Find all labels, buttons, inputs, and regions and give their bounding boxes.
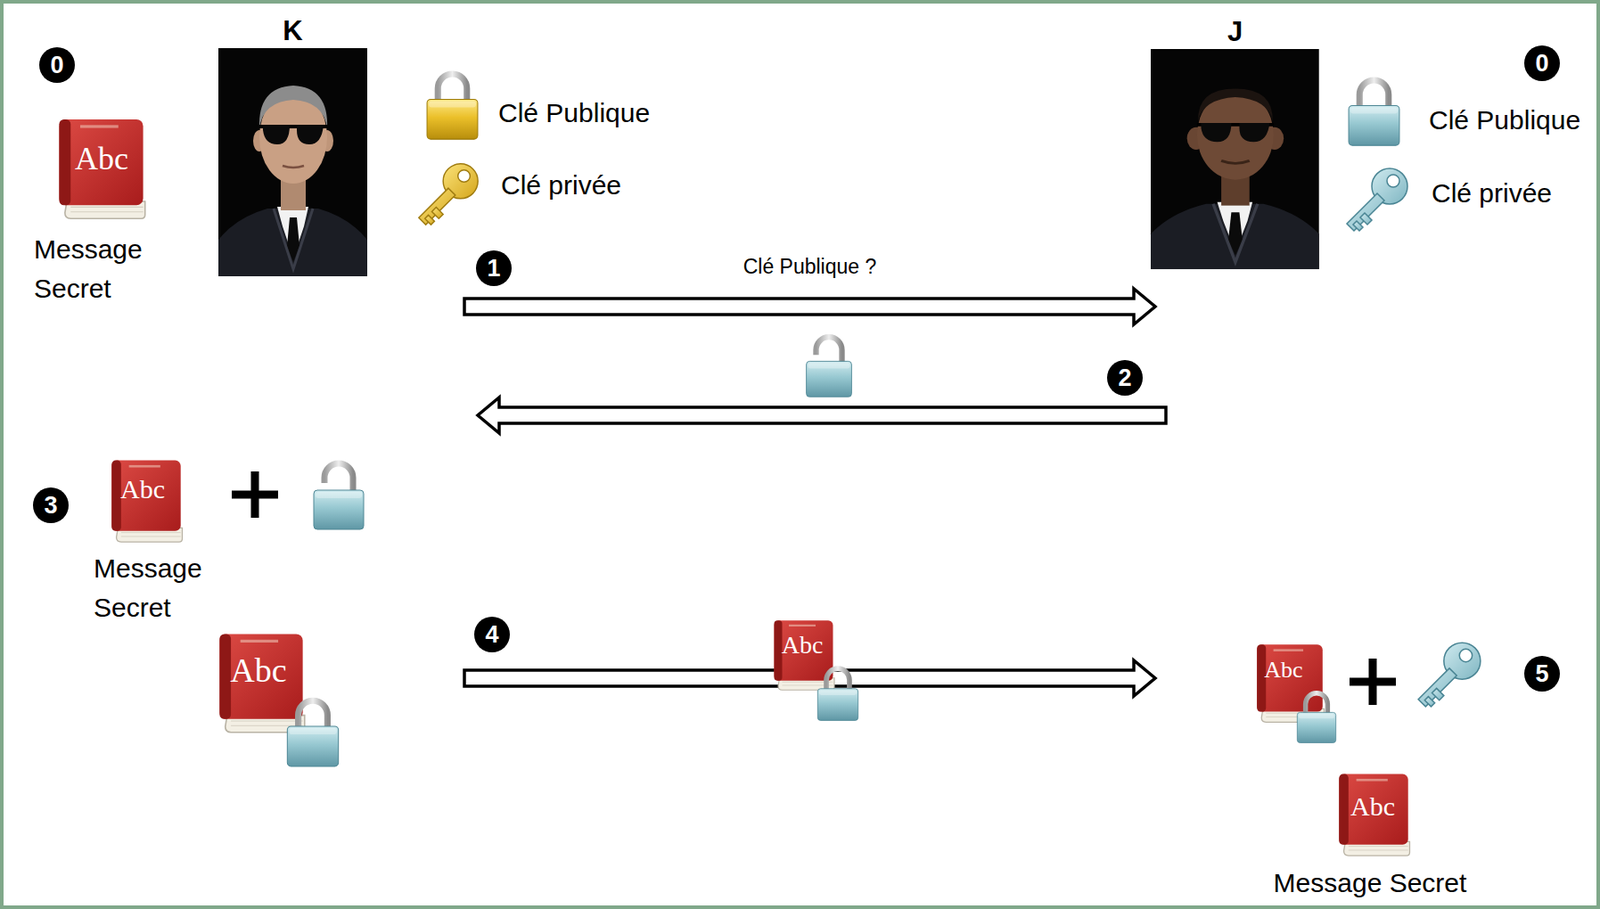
locked-book-icon <box>1256 644 1336 743</box>
book-title: Abc <box>120 475 165 503</box>
hollow-arrow <box>477 397 1166 434</box>
locked-book-icon <box>774 620 859 721</box>
message-label: Message Secret <box>93 549 228 627</box>
key-label: Clé privée <box>500 169 622 202</box>
callout-number: 3 <box>32 487 69 524</box>
book-icon <box>111 460 182 543</box>
key-icon <box>1346 168 1408 231</box>
agent-k-photo <box>218 48 368 277</box>
key-label: Clé privée <box>1431 177 1552 210</box>
book-icon <box>58 119 145 219</box>
callout-number: 0 <box>39 47 75 83</box>
hollow-arrow <box>464 288 1156 325</box>
book-title: Abc <box>1350 793 1395 821</box>
agent-photo-frame: K <box>218 48 368 277</box>
book-title: Abc <box>1263 658 1303 682</box>
book-title: Abc <box>229 653 287 688</box>
book-icon <box>1338 774 1410 857</box>
agent-name: J <box>1227 16 1243 49</box>
book-title: Abc <box>74 142 129 175</box>
agent-name: K <box>282 15 303 48</box>
padlock-icon <box>426 73 478 140</box>
open-padlock-icon <box>806 336 853 397</box>
plus-sign <box>1349 658 1396 706</box>
key-label: Clé Publique <box>498 97 650 130</box>
key-icon <box>1418 642 1481 707</box>
agent-j-photo <box>1150 49 1320 270</box>
key-label: Clé Publique <box>1428 104 1581 137</box>
padlock-icon <box>1348 80 1400 146</box>
locked-book-icon <box>219 633 338 767</box>
arrow-label: Clé Publique ? <box>739 254 881 280</box>
callout-number: 0 <box>1524 45 1560 82</box>
key-icon <box>418 164 478 225</box>
message-label: Message Secret <box>1273 867 1468 900</box>
open-padlock-icon <box>313 463 364 530</box>
plus-sign <box>231 471 279 518</box>
callout-number: 2 <box>1107 360 1143 396</box>
message-label: Message Secret <box>33 229 168 308</box>
callout-number: 5 <box>1524 656 1560 692</box>
book-title: Abc <box>781 632 824 658</box>
agent-photo-frame: J <box>1150 49 1320 270</box>
callout-number: 1 <box>475 250 512 287</box>
callout-number: 4 <box>474 616 510 653</box>
